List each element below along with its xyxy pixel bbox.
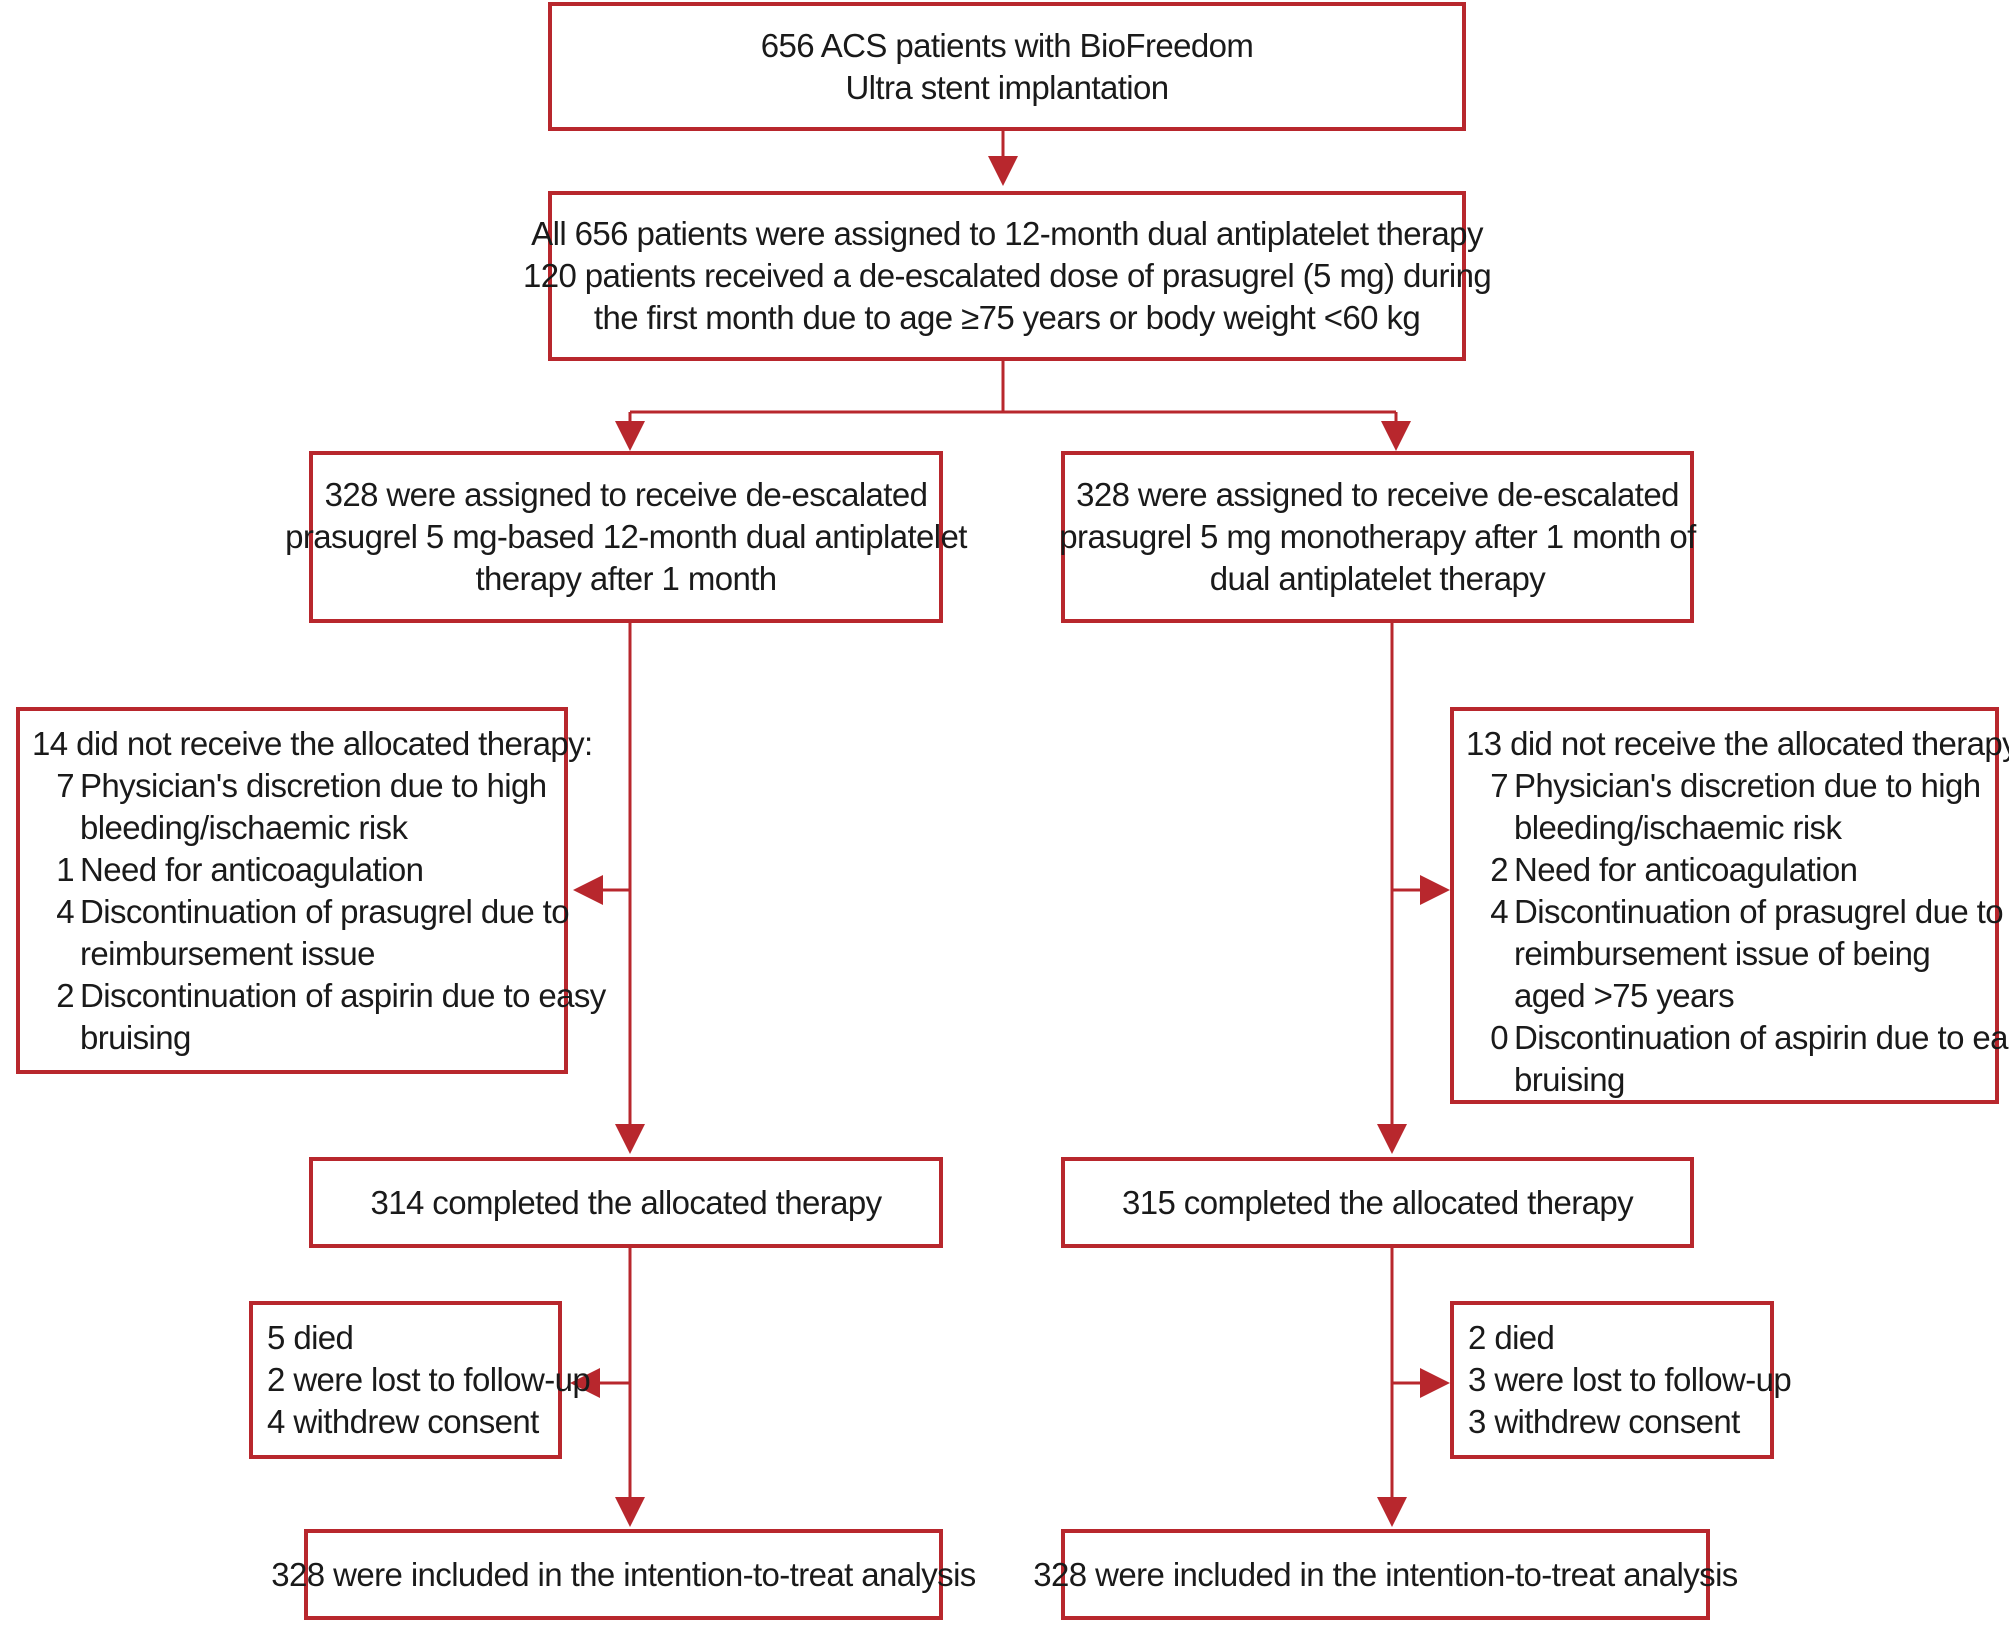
right-completed-text: 315 completed the allocated therapy <box>1121 1183 1634 1221</box>
left-completed-box: 314 completed the allocated therapy <box>309 1157 943 1248</box>
item-text: Physician's discretion due to high <box>80 767 547 804</box>
list-item: 2 Discontinuation of aspirin due to easy… <box>32 975 606 1059</box>
item-text: Need for anticoagulation <box>80 851 424 888</box>
left-not-received-box: 14 did not receive the allocated therapy… <box>16 707 606 1074</box>
left-not-received-heading: 14 did not receive the allocated therapy… <box>32 725 593 762</box>
item-count: 7 <box>56 767 74 804</box>
right-lost-line-2: 3 were lost to follow-up <box>1468 1361 1792 1398</box>
left-arm-line-3: therapy after 1 month <box>475 560 777 597</box>
right-not-received-box: 13 did not receive the allocated therapy… <box>1450 707 2009 1104</box>
right-not-received-heading: 13 did not receive the allocated therapy… <box>1466 725 2009 762</box>
enrolled-line-1: 656 ACS patients with BioFreedom <box>760 26 1254 64</box>
item-text: Discontinuation of aspirin due to easy <box>1514 1019 2009 1056</box>
item-text: reimbursement issue of being <box>1514 935 1931 972</box>
item-count: 4 <box>56 893 74 930</box>
assignment-line-1: All 656 patients were assigned to 12-mon… <box>531 215 1483 252</box>
right-lost-box: 2 died 3 were lost to follow-up 3 withdr… <box>1450 1301 1792 1459</box>
item-text: Discontinuation of prasugrel due to <box>80 893 570 930</box>
right-lost-line-3: 3 withdrew consent <box>1468 1403 1740 1440</box>
right-lost-line-1: 2 died <box>1468 1319 1555 1356</box>
list-item: 7 Physician's discretion due to high ble… <box>1466 765 1995 849</box>
enrolled-box: 656 ACS patients with BioFreedom Ultra s… <box>548 2 1466 131</box>
left-arm-box: 328 were assigned to receive de-escalate… <box>285 451 967 623</box>
right-completed-box: 315 completed the allocated therapy <box>1061 1157 1694 1248</box>
list-item: 0 Discontinuation of aspirin due to easy… <box>1466 1017 2009 1101</box>
right-analysis-text: 328 were included in the intention-to-tr… <box>1033 1555 1738 1593</box>
left-lost-line-1: 5 died <box>267 1319 354 1356</box>
item-text: bleeding/ischaemic risk <box>1514 809 1842 846</box>
right-arm-box: 328 were assigned to receive de-escalate… <box>1059 451 1696 623</box>
item-count: 0 <box>1490 1019 1508 1056</box>
list-item: 4 Discontinuation of prasugrel due to re… <box>1466 891 2003 1017</box>
assignment-line-2: 120 patients received a de-escalated dos… <box>522 257 1492 294</box>
left-lost-line-3: 4 withdrew consent <box>267 1403 539 1440</box>
item-text: reimbursement issue <box>80 935 375 972</box>
left-arm-line-1: 328 were assigned to receive de-escalate… <box>324 476 928 513</box>
item-text: bleeding/ischaemic risk <box>80 809 408 846</box>
item-text: bruising <box>80 1019 191 1056</box>
item-count: 1 <box>56 851 74 888</box>
left-lost-box: 5 died 2 were lost to follow-up 4 withdr… <box>249 1301 591 1459</box>
item-count: 7 <box>1490 767 1508 804</box>
item-text: Discontinuation of prasugrel due to <box>1514 893 2004 930</box>
list-item: 4 Discontinuation of prasugrel due to re… <box>32 891 569 975</box>
list-item: 2 Need for anticoagulation <box>1466 849 1995 891</box>
right-analysis-box: 328 were included in the intention-to-tr… <box>1033 1529 1738 1620</box>
left-analysis-box: 328 were included in the intention-to-tr… <box>271 1529 976 1620</box>
left-completed-text: 314 completed the allocated therapy <box>370 1183 882 1221</box>
item-text: Need for anticoagulation <box>1514 851 1858 888</box>
right-arm-line-2: prasugrel 5 mg monotherapy after 1 month… <box>1059 518 1696 555</box>
left-lost-line-2: 2 were lost to follow-up <box>267 1361 591 1398</box>
item-text: aged >75 years <box>1514 977 1735 1014</box>
right-arm-line-3: dual antiplatelet therapy <box>1209 560 1546 597</box>
right-arm-line-1: 328 were assigned to receive de-escalate… <box>1076 476 1679 513</box>
enrolled-line-2: Ultra stent implantation <box>845 68 1169 106</box>
item-count: 2 <box>1490 851 1508 888</box>
assignment-box: All 656 patients were assigned to 12-mon… <box>523 191 1492 361</box>
left-arm-line-2: prasugrel 5 mg-based 12-month dual antip… <box>285 518 967 555</box>
left-analysis-text: 328 were included in the intention-to-tr… <box>271 1555 976 1593</box>
assignment-line-3: the first month due to age ≥75 years or … <box>593 299 1421 336</box>
item-text: bruising <box>1514 1061 1625 1098</box>
list-item: 1 Need for anticoagulation <box>32 849 564 891</box>
item-text: Physician's discretion due to high <box>1514 767 1981 804</box>
item-count: 4 <box>1490 893 1508 930</box>
item-text: Discontinuation of aspirin due to easy <box>80 977 606 1014</box>
item-count: 2 <box>56 977 74 1014</box>
list-item: 7 Physician's discretion due to high ble… <box>32 765 564 849</box>
